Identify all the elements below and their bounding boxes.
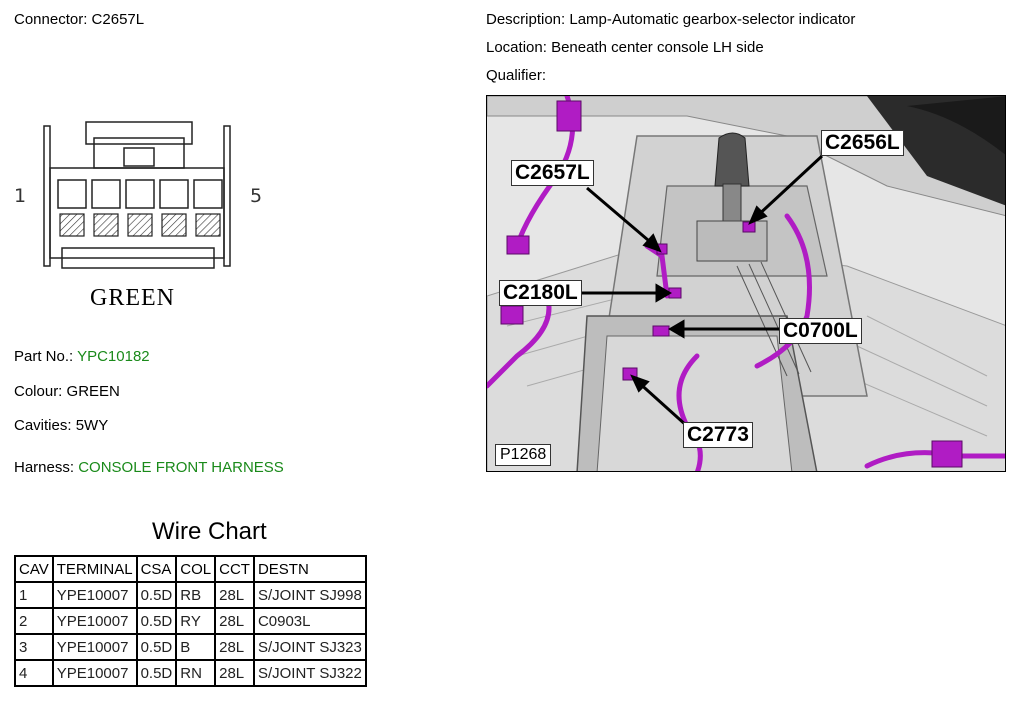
cell-terminal: YPE10007	[51, 607, 138, 635]
wire-chart-header-row: CAV TERMINAL CSA COL CCT DESTN	[14, 555, 367, 583]
cell-terminal: YPE10007	[51, 659, 138, 687]
column-header-terminal: TERMINAL	[51, 555, 138, 583]
cavities-label: Cavities:	[14, 417, 72, 434]
table-row: 2 YPE10007 0.5D RY 28L C0903L	[14, 607, 367, 635]
harness-line: Harness: CONSOLE FRONT HARNESS	[14, 459, 284, 477]
colour-label: Colour:	[14, 383, 63, 400]
qualifier-label: Qualifier:	[486, 67, 547, 84]
cell-cct: 28L	[214, 633, 255, 661]
callout-c2773: C2773	[683, 422, 753, 448]
location-label: Location:	[486, 39, 547, 56]
qualifier-line: Qualifier:	[486, 67, 546, 85]
cell-csa: 0.5D	[135, 633, 178, 661]
table-row: 3 YPE10007 0.5D B 28L S/JOINT SJ323	[14, 633, 367, 661]
cell-cav: 2	[14, 607, 54, 635]
location-illustration: C2657L C2656L C2180L C0700L C2773 P1268	[486, 95, 1006, 472]
wire-chart-table: CAV TERMINAL CSA COL CCT DESTN 1 YPE1000…	[14, 555, 367, 687]
connector-value: C2657L	[91, 11, 145, 28]
callout-c2180l: C2180L	[499, 280, 582, 306]
cell-destn: C0903L	[252, 607, 367, 635]
cell-terminal: YPE10007	[51, 581, 138, 609]
location-value: Beneath center console LH side	[551, 39, 764, 56]
wire-chart-title: Wire Chart	[152, 518, 267, 545]
column-header-destn: DESTN	[252, 555, 367, 583]
location-line: Location: Beneath center console LH side	[486, 39, 764, 57]
column-header-csa: CSA	[135, 555, 178, 583]
part-no-line: Part No.: YPC10182	[14, 348, 150, 366]
cell-cct: 28L	[214, 607, 255, 635]
cell-cav: 1	[14, 581, 54, 609]
table-row: 1 YPE10007 0.5D RB 28L S/JOINT SJ998	[14, 581, 367, 609]
column-header-col: COL	[175, 555, 217, 583]
description-line: Description: Lamp-Automatic gearbox-sele…	[486, 11, 855, 29]
description-label: Description:	[486, 11, 566, 28]
description-value: Lamp-Automatic gearbox-selector indicato…	[569, 11, 856, 28]
cell-cct: 28L	[214, 581, 255, 609]
part-no-label: Part No.:	[14, 348, 74, 365]
cavities-line: Cavities: 5WY	[14, 417, 108, 435]
column-header-cct: CCT	[214, 555, 255, 583]
pin-number-last: 5	[250, 185, 263, 207]
connector-face-drawing: 1 5	[10, 118, 280, 318]
cell-col: B	[175, 633, 217, 661]
cell-cav: 4	[14, 659, 54, 687]
colour-value: GREEN	[66, 383, 120, 400]
cell-col: RB	[175, 581, 217, 609]
colour-line: Colour: GREEN	[14, 383, 120, 401]
cell-destn: S/JOINT SJ323	[252, 633, 367, 661]
cell-terminal: YPE10007	[51, 633, 138, 661]
column-header-cav: CAV	[14, 555, 54, 583]
cell-destn: S/JOINT SJ998	[252, 581, 367, 609]
cavities-value: 5WY	[75, 417, 109, 434]
connector-line: Connector: C2657L	[14, 11, 144, 29]
connector-outline-icon	[43, 121, 231, 269]
cell-csa: 0.5D	[135, 607, 178, 635]
callout-c2656l: C2656L	[821, 130, 904, 156]
cell-cct: 28L	[214, 659, 255, 687]
callout-c0700l: C0700L	[779, 318, 862, 344]
cell-csa: 0.5D	[135, 659, 178, 687]
harness-label: Harness:	[14, 459, 75, 476]
cell-col: RY	[175, 607, 217, 635]
connector-colour-label: GREEN	[90, 285, 175, 311]
cell-destn: S/JOINT SJ322	[252, 659, 367, 687]
table-row: 4 YPE10007 0.5D RN 28L S/JOINT SJ322	[14, 659, 367, 687]
pin-number-first: 1	[14, 185, 27, 207]
harness-link[interactable]: CONSOLE FRONT HARNESS	[78, 459, 284, 476]
cell-col: RN	[175, 659, 217, 687]
photo-reference-label: P1268	[495, 444, 552, 466]
callout-c2657l: C2657L	[511, 160, 594, 186]
part-no-link[interactable]: YPC10182	[77, 348, 150, 365]
cell-cav: 3	[14, 633, 54, 661]
cell-csa: 0.5D	[135, 581, 178, 609]
connector-label: Connector:	[14, 11, 88, 28]
